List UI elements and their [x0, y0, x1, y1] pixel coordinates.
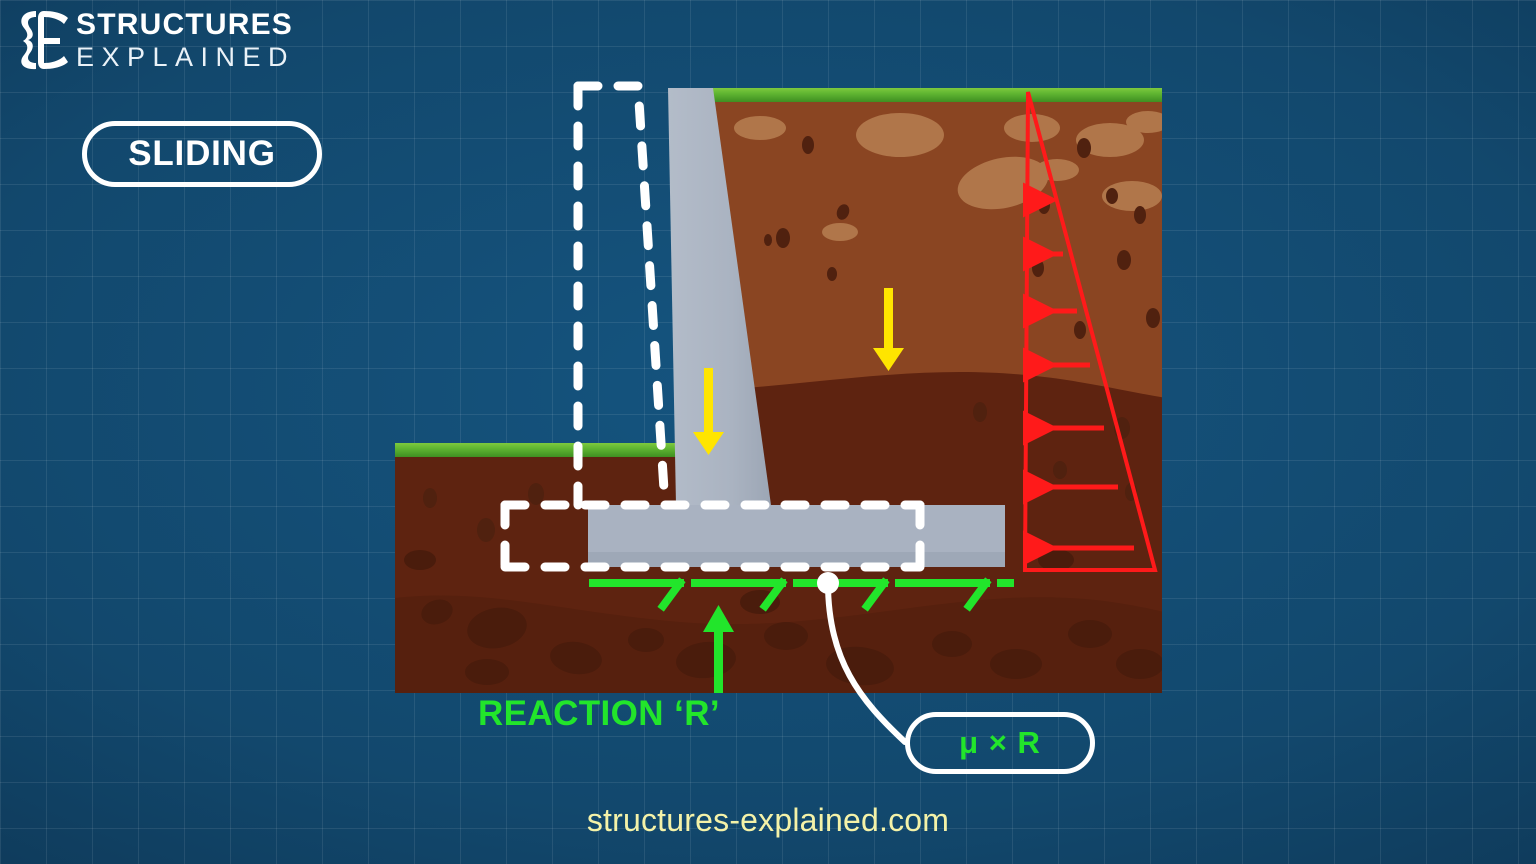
friction-arrow — [895, 577, 992, 612]
soil-blobs-dark — [404, 549, 1162, 686]
site-url: structures-explained.com — [586, 802, 950, 838]
soil-texture-light — [734, 111, 1162, 241]
logo-line-2: EXPLAINED — [76, 42, 296, 72]
self-weight-arrows — [693, 288, 904, 455]
logo-line-1: STRUCTURES — [76, 8, 294, 41]
topic-badge-sliding: SLIDING — [82, 121, 322, 187]
se-monogram-icon — [21, 11, 68, 70]
reaction-label: REACTION ‘R’ — [478, 694, 721, 733]
retaining-wall-stem — [668, 88, 771, 505]
brand-logo: STRUCTURES EXPLAINED — [14, 8, 314, 74]
friction-force-label: μ × R — [959, 725, 1041, 760]
topic-badge-label: SLIDING — [128, 134, 276, 173]
footing-shadow — [588, 552, 1005, 567]
self-weight-arrow-soil — [873, 288, 904, 371]
pressure-envelope — [1022, 91, 1158, 572]
retaining-wall — [588, 88, 1005, 567]
logo-text-block: STRUCTURES EXPLAINED — [76, 8, 296, 73]
displaced-wall-outline — [500, 81, 925, 572]
leader-line — [817, 572, 908, 745]
friction-arrow — [589, 577, 686, 612]
soil-mass — [395, 88, 1162, 693]
grass-strip-upper — [713, 88, 1162, 102]
friction-force-badge: μ × R — [905, 712, 1095, 774]
earth-pressure-triangle — [1022, 91, 1158, 572]
grass-strip-lower — [395, 443, 713, 457]
friction-arrow — [793, 577, 890, 612]
grass-strips — [395, 88, 1162, 457]
self-weight-arrow-stem — [693, 368, 724, 455]
friction-arrow — [691, 577, 788, 612]
reaction-arrow — [703, 605, 734, 693]
leader-anchor-dot — [817, 572, 839, 594]
pressure-arrows — [1023, 182, 1134, 566]
friction-arrows — [589, 577, 1014, 612]
